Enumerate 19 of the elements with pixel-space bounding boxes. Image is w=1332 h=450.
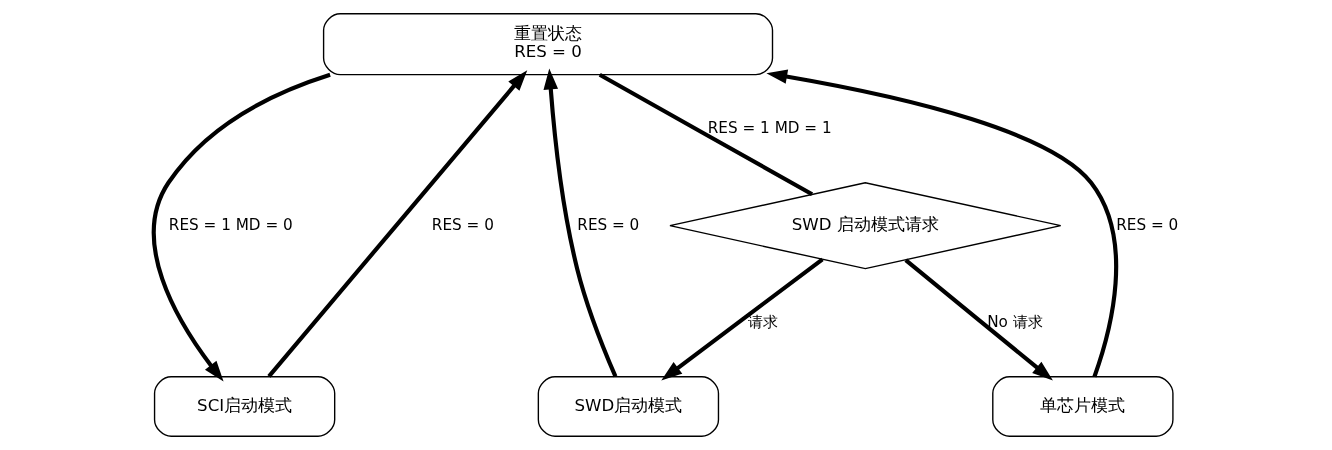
edge-label: No 请求 (987, 312, 1043, 331)
edge-label: RES = 0 (577, 215, 640, 234)
arrow (151, 72, 331, 382)
edge-label: 请求 (748, 312, 779, 331)
node-box: 单芯片模式 (992, 376, 1174, 437)
arrow (661, 257, 824, 381)
arrow (543, 68, 618, 378)
edge-label: RES = 1 MD = 0 (168, 215, 293, 234)
arrow (904, 258, 1053, 381)
node-box: 重置状态 RES = 0 (322, 13, 774, 76)
connector (598, 72, 814, 197)
edge-label: RES = 1 MD = 1 (707, 118, 832, 137)
node-box: SWD启动模式 (537, 376, 720, 437)
edge-label: RES = 0 (431, 215, 494, 234)
edge-label: RES = 0 (1116, 215, 1179, 234)
node-box: SCI启动模式 (153, 376, 336, 437)
node-diamond: SWD 启动模式请求 (669, 182, 1062, 270)
arrow (267, 70, 528, 378)
arrow (766, 69, 1119, 378)
